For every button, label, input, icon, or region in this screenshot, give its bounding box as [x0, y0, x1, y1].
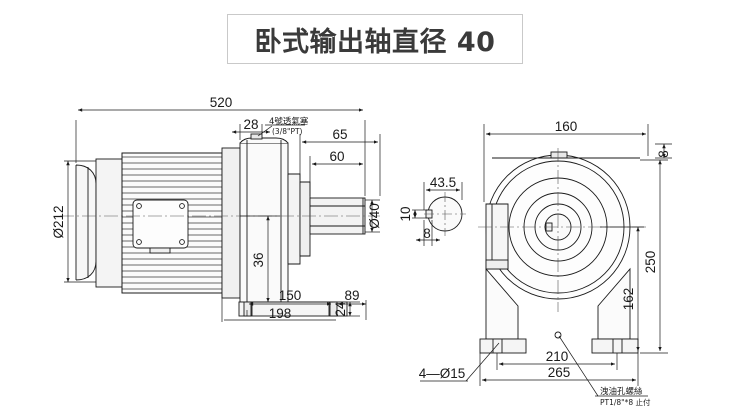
dim-foot-total: 198: [269, 306, 292, 321]
dim-foot-hole-spacing-left: 150: [279, 288, 302, 303]
dim-overall-length: 520: [210, 95, 233, 110]
right-end-elevation: [478, 148, 648, 354]
dim-foot-rear: 89: [344, 288, 359, 303]
page-title: 卧式输出轴直径 40: [254, 26, 496, 58]
dim-housing-diameter: Ø212: [51, 205, 66, 238]
left-view-dimension-lines: [64, 108, 381, 322]
dim-vent-offset: 28: [243, 117, 258, 132]
dim-foot-width: 265: [548, 365, 571, 380]
dim-detail-width: 43.5: [430, 175, 456, 190]
fan-cover: [75, 164, 97, 281]
annotation-drain-line1: 洩油孔螺絲: [600, 386, 643, 397]
left-side-elevation: [60, 133, 380, 317]
dimension-labels: 520 28 Ø212 65 60 Ø40 36 24 150 89 198 4…: [51, 95, 671, 407]
dim-foot-thickness: 24: [333, 301, 348, 317]
base-legs: [479, 267, 639, 354]
dim-half-width: 160: [555, 119, 578, 134]
dim-shaft-diameter: Ø40: [367, 203, 382, 229]
motor-end-bell: [95, 158, 123, 288]
dim-center-height-right: 162: [621, 288, 636, 311]
terminal-box-side: [485, 203, 509, 270]
dim-foot-hole-spacing-right: 210: [546, 349, 569, 364]
keyway-dimension-lines: [412, 182, 463, 246]
terminal-box: [132, 199, 189, 254]
output-bearing-boss: [287, 173, 311, 265]
dim-flange-thickness: 8: [656, 150, 671, 158]
dim-center-height-left: 36: [251, 252, 266, 267]
top-flange-tab: [550, 151, 568, 159]
right-view-dimension-lines: [420, 124, 672, 397]
technical-drawing-canvas: 520 28 Ø212 65 60 Ø40 36 24 150 89 198 4…: [0, 64, 750, 418]
title-box: 卧式输出轴直径 40: [227, 14, 523, 64]
dim-foot-holes: 4—Ø15: [419, 366, 466, 381]
dim-shaft-length: 60: [329, 149, 344, 164]
gearbox-housing: [221, 137, 289, 303]
vent-plug: [250, 133, 263, 140]
dim-overall-height: 250: [643, 251, 658, 274]
keyway-detail-view: [424, 192, 466, 236]
annotation-drain-line2: PT1/8"*8 止付: [600, 397, 651, 407]
dim-key-depth: 8: [423, 226, 431, 241]
dim-shaft-shoulder: 65: [332, 127, 347, 142]
dim-key-width: 10: [398, 206, 413, 221]
annotation-vent-plug-line2: (3/8"PT): [272, 127, 303, 136]
annotation-vent-plug-line1: 4號透氣塞: [269, 116, 309, 127]
